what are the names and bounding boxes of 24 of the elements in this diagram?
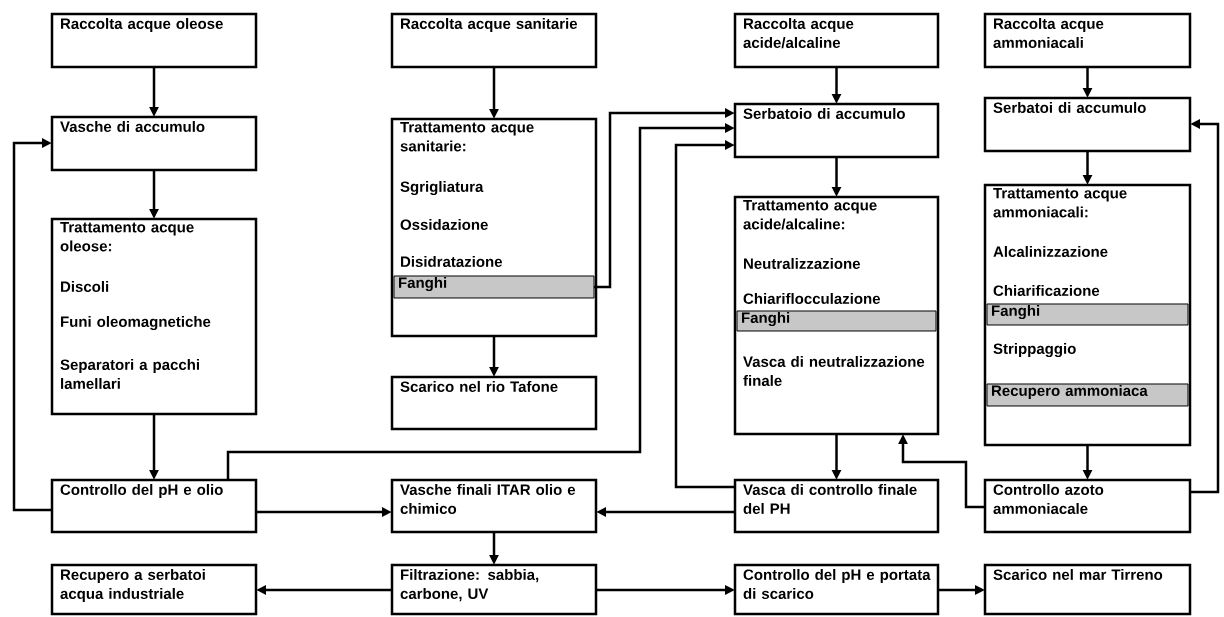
process-box: Raccolta acque ammoniacali [983, 12, 1192, 69]
process-box: Vasca di controllo finale del PH [733, 478, 940, 534]
process-box: Controllo del pH e portata di scarico [733, 563, 940, 616]
process-box: Filtrazione: sabbia, carbone, UV [390, 563, 598, 616]
process-box: Raccolta acque sanitarie [390, 12, 598, 69]
process-box: Vasche di accumulo [50, 115, 258, 172]
process-box: Raccolta acque acide/alcaline [733, 12, 940, 69]
process-box: Controllo del pH e olio [50, 478, 258, 534]
highlighted-band: Fanghi [393, 275, 595, 299]
process-box: Raccolta acque oleose [50, 12, 258, 69]
arrow [1190, 119, 1220, 494]
process-box: Scarico nel mar Tirreno [983, 563, 1192, 616]
process-box: Controllo azoto ammoniacale [983, 478, 1192, 534]
arrow [12, 138, 52, 512]
highlighted-band: Fanghi [736, 310, 937, 332]
process-box: Scarico nel rio Tafone [390, 375, 598, 431]
highlighted-band: Recupero ammoniaca [986, 383, 1189, 407]
process-box: Trattamento acque oleose: Discoli Funi oleomagnetiche Separatori a pacchi lamellari [50, 217, 258, 416]
process-box: Serbatoi di accumulo [983, 96, 1192, 153]
arrow [674, 140, 735, 489]
process-box: Serbatoio di accumulo [733, 102, 940, 159]
process-box: Vasche finali ITAR olio e chimico [390, 478, 598, 534]
process-box: Recupero a serbatoi acqua industriale [50, 563, 258, 616]
highlighted-band: Fanghi [986, 303, 1189, 326]
